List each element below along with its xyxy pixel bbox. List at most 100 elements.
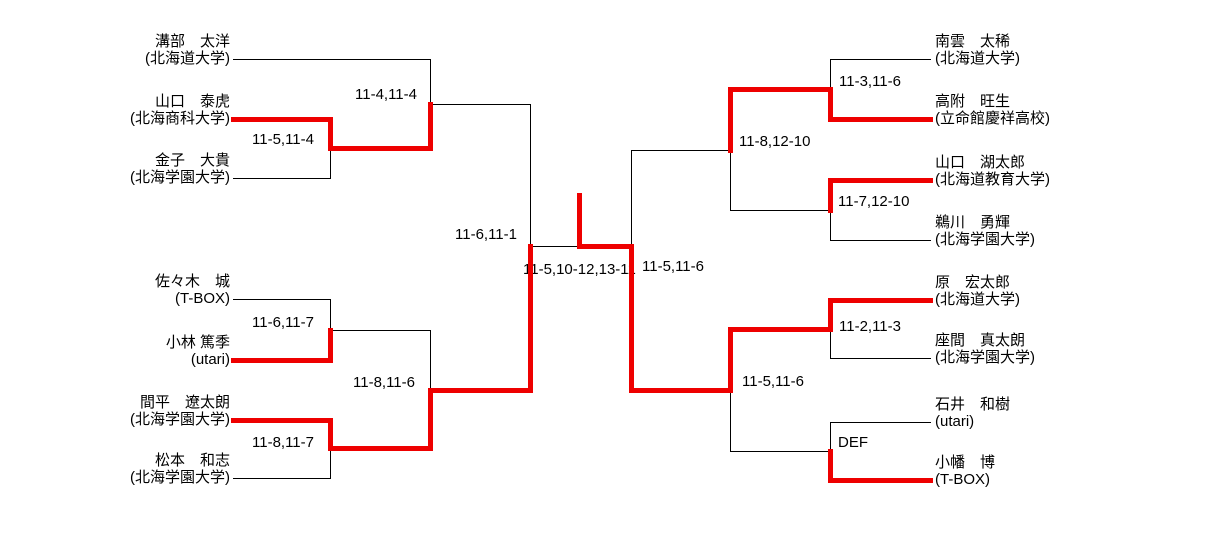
bracket-line — [830, 358, 931, 359]
score-right-first-round-3: 11-2,11-3 — [839, 318, 901, 335]
bracket-line — [830, 59, 831, 90]
winner-path-line — [828, 298, 833, 332]
player-slot-left-1: 溝部 太洋 (北海道大学) — [18, 33, 230, 67]
player-name: 座間 真太朗 — [935, 332, 1026, 349]
score-left-first-round-top: 11-5,11-4 — [252, 131, 314, 148]
player-slot-left-2: 山口 泰虎 (北海商科大学) — [18, 93, 230, 127]
player-affiliation: (utari) — [190, 351, 230, 368]
bracket-line — [530, 246, 580, 247]
player-slot-right-7: 石井 和樹 (utari) — [935, 396, 1175, 430]
bracket-line — [830, 240, 931, 241]
player-affiliation: (T-BOX) — [175, 290, 230, 307]
bracket-line — [830, 210, 831, 241]
score-right-first-round-4: DEF — [838, 434, 868, 451]
player-name: 溝部 太洋 — [154, 33, 230, 50]
bracket-line — [330, 448, 331, 479]
player-affiliation: (立命館慶祥高校) — [935, 110, 1050, 127]
bracket-line — [830, 422, 931, 423]
player-name: 小林 篤季 — [165, 334, 230, 351]
winner-path-line — [328, 146, 433, 151]
player-name: 石井 和樹 — [935, 396, 1011, 413]
bracket-line — [233, 178, 331, 179]
bracket-line — [330, 148, 331, 179]
player-slot-right-2: 高附 旺生 (立命館慶祥高校) — [935, 93, 1175, 127]
bracket-line — [330, 299, 331, 331]
player-affiliation: (北海道教育大学) — [935, 171, 1050, 188]
bracket-line — [530, 104, 531, 247]
bracket-line — [631, 150, 632, 247]
player-slot-right-8: 小幡 博 (T-BOX) — [935, 454, 1175, 488]
winner-path-line — [328, 418, 333, 451]
winner-path-line — [828, 87, 833, 122]
player-slot-right-6: 座間 真太朗 (北海学園大学) — [935, 332, 1175, 366]
player-name: 金子 大貴 — [154, 152, 230, 169]
score-right-semifinal: 11-5,11-6 — [642, 258, 704, 275]
bracket-line — [730, 451, 831, 452]
winner-path-line — [828, 178, 933, 183]
winner-path-line — [728, 87, 833, 92]
bracket-line — [430, 330, 431, 391]
player-name: 山口 湖太郎 — [935, 154, 1026, 171]
winner-path-line — [629, 388, 733, 393]
bracket-line — [730, 210, 831, 211]
bracket-line — [233, 59, 431, 60]
winner-path-line — [629, 244, 634, 393]
bracket-line — [730, 150, 731, 211]
winner-path-line — [828, 449, 833, 483]
player-slot-left-5: 小林 篤季 (utari) — [18, 334, 230, 368]
player-slot-left-7: 松本 和志 (北海学園大学) — [18, 452, 230, 486]
player-slot-right-3: 山口 湖太郎 (北海道教育大学) — [935, 154, 1175, 188]
player-affiliation: (北海商科大学) — [130, 110, 230, 127]
winner-path-line — [577, 244, 634, 249]
player-slot-left-6: 間平 遼太朗 (北海学園大学) — [18, 394, 230, 428]
winner-path-line — [728, 327, 733, 393]
player-slot-left-3: 金子 大貴 (北海学園大学) — [18, 152, 230, 186]
winner-path-line — [828, 298, 933, 303]
player-affiliation: (北海学園大学) — [935, 349, 1035, 366]
bracket-line — [430, 104, 531, 105]
player-affiliation: (北海道大学) — [935, 291, 1020, 308]
player-slot-right-4: 鵜川 勇輝 (北海学園大学) — [935, 214, 1175, 248]
score-final: 11-5,10-12,13-11 — [523, 261, 636, 278]
winner-path-line — [428, 388, 533, 393]
winner-path-line — [828, 117, 933, 122]
player-slot-left-4: 佐々木 城 (T-BOX) — [18, 273, 230, 307]
bracket-line — [730, 390, 731, 452]
player-affiliation: (北海学園大学) — [130, 169, 230, 186]
bracket-line — [830, 422, 831, 452]
champion-line — [577, 193, 582, 249]
score-right-first-round-2: 11-7,12-10 — [838, 193, 910, 210]
winner-path-line — [828, 178, 833, 213]
bracket-line — [631, 150, 731, 151]
winner-path-line — [728, 327, 833, 332]
player-name: 鵜川 勇輝 — [935, 214, 1011, 231]
winner-path-line — [728, 87, 733, 153]
winner-path-line — [231, 418, 333, 423]
bracket-line — [430, 59, 431, 105]
winner-path-line — [328, 446, 433, 451]
player-name: 原 宏太郎 — [935, 274, 1011, 291]
player-name: 小幡 博 — [935, 454, 996, 471]
bracket-line — [830, 59, 931, 60]
winner-path-line — [231, 117, 333, 122]
winner-path-line — [328, 328, 333, 363]
score-right-quarter-bottom: 11-5,11-6 — [742, 373, 804, 390]
player-affiliation: (北海道大学) — [935, 50, 1020, 67]
winner-path-line — [328, 117, 333, 151]
player-name: 佐々木 城 — [154, 273, 230, 290]
player-affiliation: (北海学園大学) — [130, 411, 230, 428]
score-right-quarter-top: 11-8,12-10 — [739, 133, 811, 150]
bracket-line — [233, 478, 331, 479]
winner-path-line — [428, 102, 433, 151]
player-affiliation: (北海学園大学) — [130, 469, 230, 486]
score-left-first-round-bottom: 11-8,11-7 — [252, 434, 314, 451]
player-affiliation: (北海道大学) — [145, 50, 230, 67]
player-affiliation: (T-BOX) — [935, 471, 990, 488]
winner-path-line — [428, 388, 433, 451]
player-affiliation: (utari) — [935, 413, 975, 430]
winner-path-line — [828, 478, 933, 483]
winner-path-line — [231, 358, 333, 363]
score-left-quarter-bottom: 11-8,11-6 — [353, 374, 415, 391]
score-left-first-round-mid: 11-6,11-7 — [252, 314, 314, 331]
